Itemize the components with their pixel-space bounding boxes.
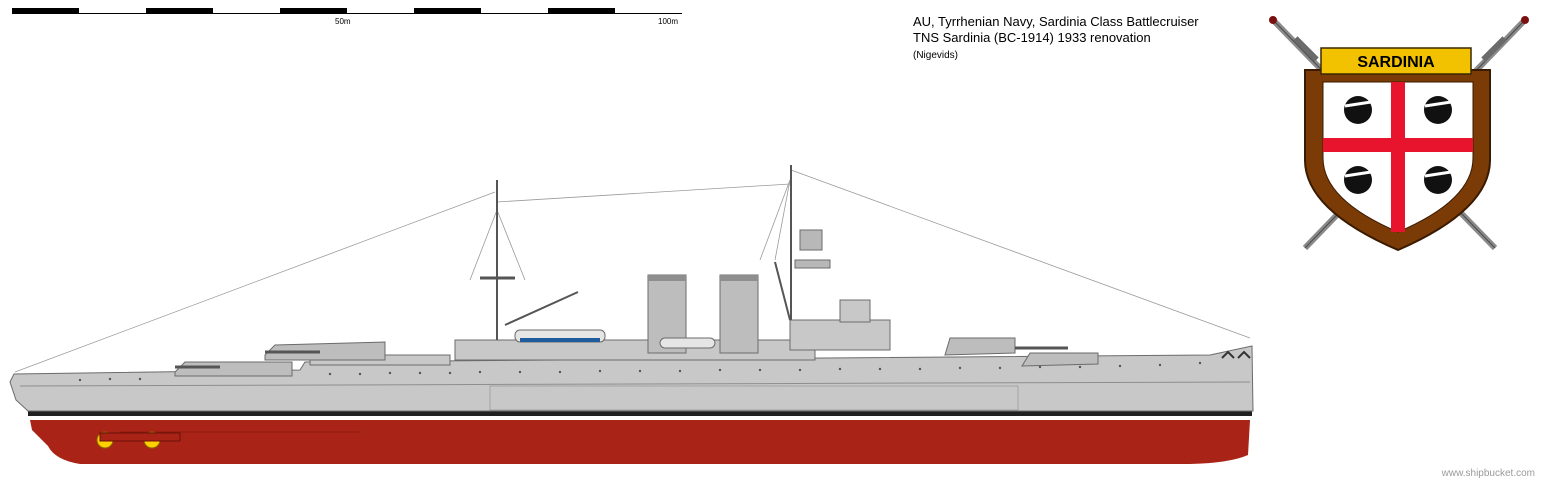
scale-label-100m: 100m [658,17,679,26]
scale-segment [280,8,347,13]
scale-segment [414,8,481,13]
watermark: www.shipbucket.com [1441,468,1535,479]
underwater-hull [30,420,1250,464]
title-block: AU, Tyrrhenian Navy, Sardinia Class Batt… [913,14,1199,63]
ship-class-title: AU, Tyrrhenian Navy, Sardinia Class Batt… [913,14,1199,29]
ship-boat [659,337,716,349]
scale-label-50m: 50m [335,17,351,26]
portholes [78,361,1202,382]
funnel-fore [719,274,759,354]
rigging-lines [14,169,1251,373]
scale-segment [12,8,79,13]
bridge-block [789,319,891,351]
tripod-leg [774,261,791,321]
scale-segment [548,8,615,13]
armor-belt [489,385,1019,411]
shield-cross-vertical [1391,82,1405,232]
turret-b [944,337,1016,356]
funnel-fore-cap [720,275,758,281]
scale-segment [146,8,213,13]
turret-x [264,341,386,361]
anchor-icon [1237,350,1251,359]
shield-cross-horizontal [1323,138,1473,152]
midship-superstructure [454,339,816,361]
bridge-top [839,299,871,323]
scale-bar: 50m 100m [12,8,682,26]
turret-y [174,361,293,377]
anchor-icon [1221,350,1235,359]
moors-bandana-icon [1344,100,1452,178]
boot-topping [28,411,1252,416]
director-tower [799,229,823,251]
scale-baseline [12,13,682,14]
funnel-aft-cap [648,275,686,281]
crest-banner-text: SARDINIA [1357,54,1435,71]
author-credit: (Nigevids) [913,50,959,61]
crest-banner [1320,47,1472,75]
sardinia-crest: SARDINIA [1269,16,1529,252]
boat-crane [504,291,579,326]
propeller-shaft [99,432,181,442]
spotting-top [794,259,831,269]
ship-name-title: TNS Sardinia (BC-1914) 1933 renovation [913,30,1151,45]
ship-profile-drawing [9,165,1254,464]
turret-a [1021,352,1099,367]
deck-line [19,381,1251,387]
boat-stripe [520,338,600,342]
